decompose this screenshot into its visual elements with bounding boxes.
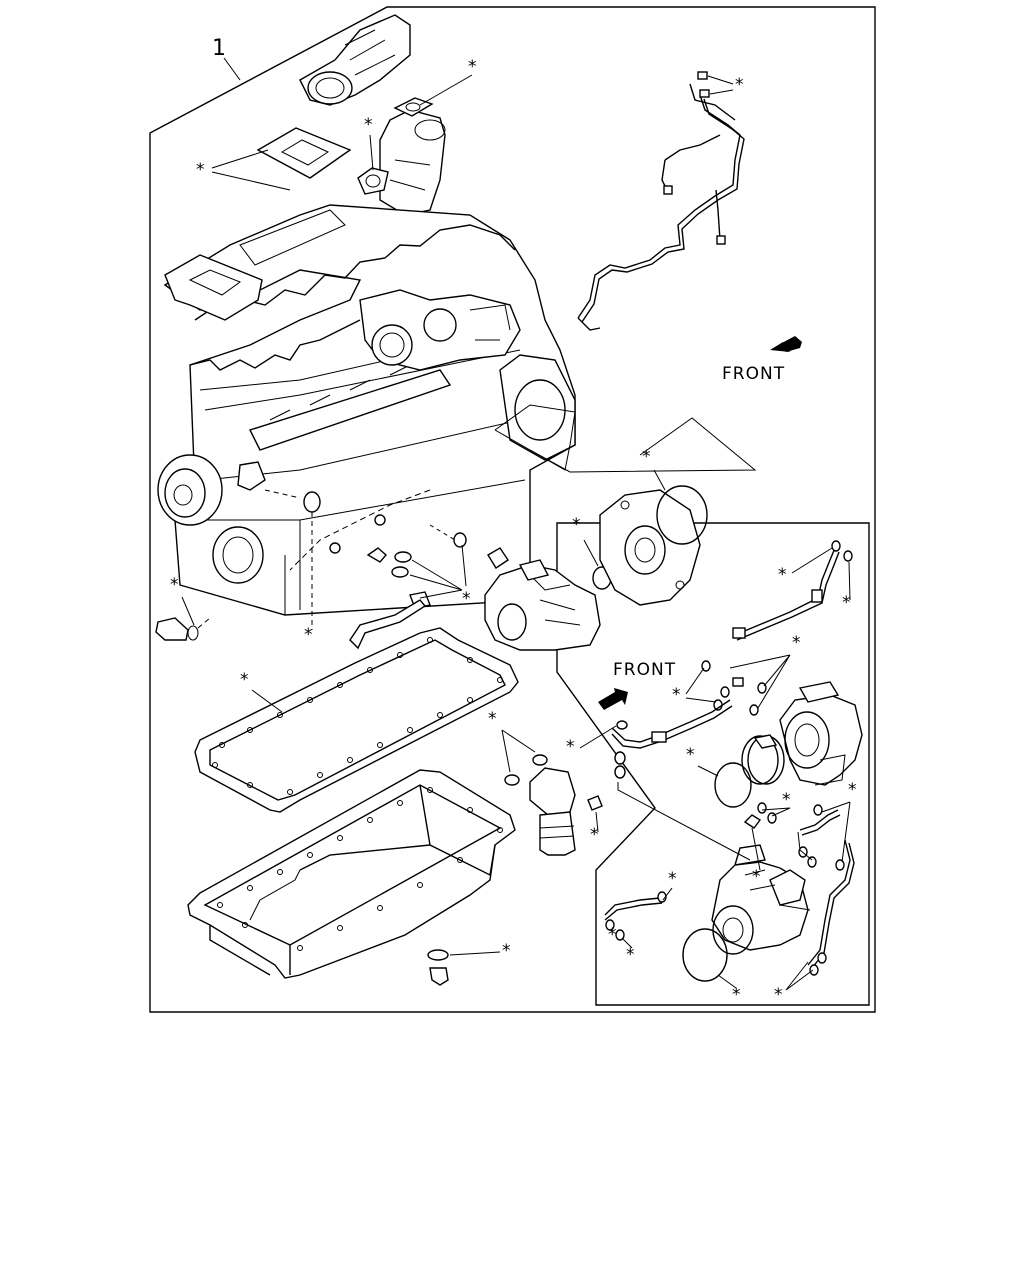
pump-drive-housing [599,489,701,606]
intake-gasket-1 [393,97,434,117]
intake-manifold-gasket [256,127,352,179]
turbo-oil-return-pipe [611,699,733,779]
item-number-leader [223,57,241,81]
intake-pipe-assembly [299,14,446,216]
front-label-inset: FRONT [613,660,676,680]
kit-marker: * [608,925,618,945]
kit-marker: * [566,737,576,757]
kit-marker: * [842,593,852,613]
kit-marker: * [468,57,478,77]
fuel-injection-pump [484,547,601,651]
kit-marker: * [502,941,512,961]
kit-marker: * [848,780,858,800]
cylinder-head-and-block [157,204,576,616]
turbo-gasket-ring [714,762,752,808]
turbo-band-clamp [741,734,785,785]
kit-marker: * [196,160,206,180]
injection-pipes [577,71,745,331]
air-compressor [711,844,809,955]
kit-marker: * [686,745,696,765]
main-frame [149,6,876,1013]
kit-marker: * [170,575,180,595]
front-arrow-inset-icon [598,688,628,710]
turbo-fittings [701,660,767,716]
drain-plug [429,967,449,986]
oil-pan-gasket [194,627,519,813]
kit-marker: * [240,670,250,690]
turbo-oil-feed-pipe [732,540,853,641]
kit-marker: * [572,515,582,535]
kit-marker: * [672,685,682,705]
turbocharger [779,681,863,786]
kit-marker: * [364,115,374,135]
kit-marker: * [590,825,600,845]
kit-marker: * [304,625,314,645]
pan-bolt-holes [217,787,503,951]
item-number-label: 1 [212,36,226,61]
water-pipe-fitting [155,617,211,641]
kit-marker: * [668,869,678,889]
kit-marker: * [488,709,498,729]
intake-gasket-2 [357,167,389,195]
front-oil-seal [303,491,321,513]
kit-marker: * [774,985,784,1005]
front-label-top: FRONT [722,364,785,384]
kit-marker: * [782,790,792,810]
drain-plug-washer [427,949,449,961]
kit-marker: * [626,945,636,965]
kit-marker: * [732,985,742,1005]
oil-pipe [349,599,427,650]
kit-marker: * [462,589,472,609]
kit-marker: * [735,75,745,95]
oil-pan [187,769,516,979]
kit-marker: * [752,867,762,887]
gasket-bolt-holes [212,637,503,795]
drive-housing-o-ring [656,485,708,545]
breather-fittings [366,532,467,609]
kit-marker: * [792,633,802,653]
oil-filter [504,754,603,856]
compressor-o-ring [682,928,728,982]
kit-marker: * [642,447,652,467]
kit-marker: * [778,565,788,585]
